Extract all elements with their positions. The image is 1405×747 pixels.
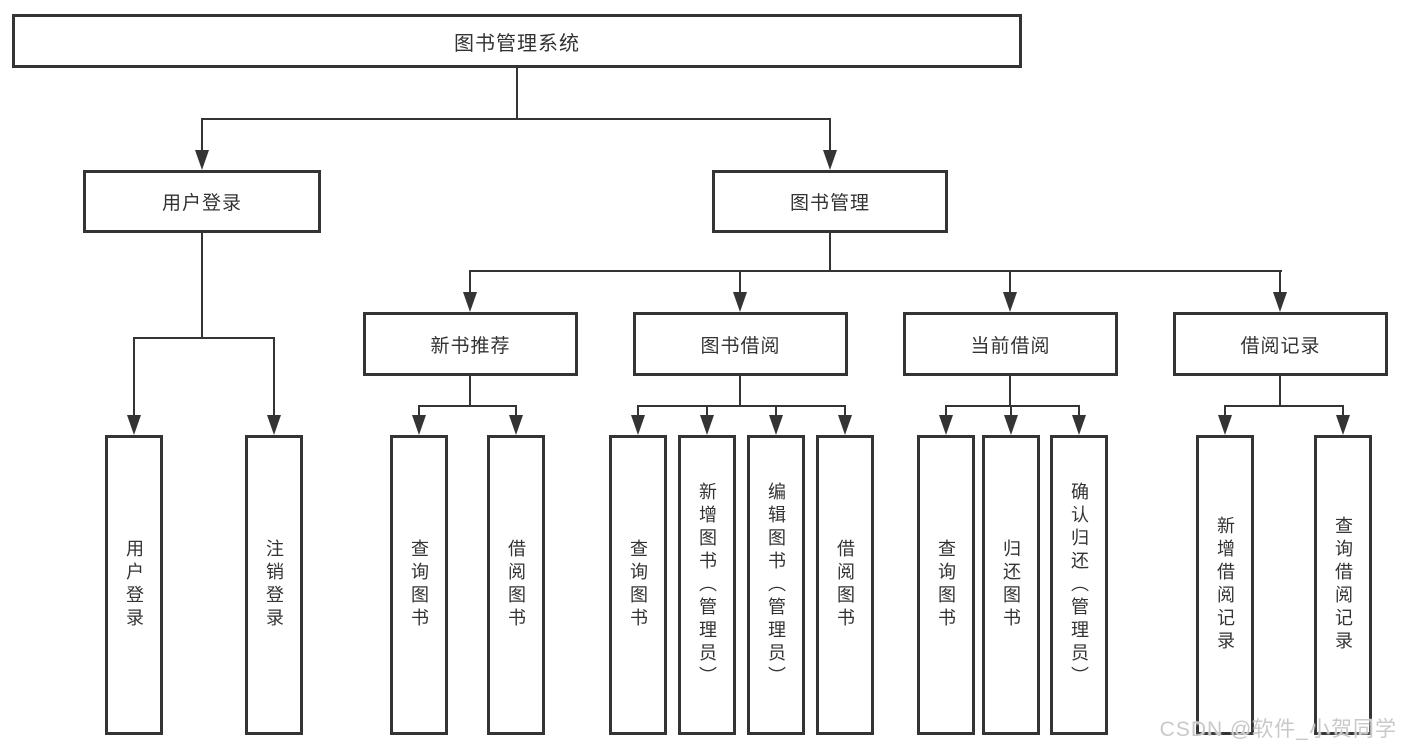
leaf-label: 查询图书 xyxy=(628,539,648,631)
connector-book-borrowing-bar xyxy=(637,405,846,407)
leaf-query-books-2: 查询图书 xyxy=(609,435,667,735)
leaf-query-books-1: 查询图书 xyxy=(390,435,448,735)
connector-user-login-bar xyxy=(133,337,275,339)
connector-user-login-stem xyxy=(201,233,203,339)
arrowhead-leaf-user-login xyxy=(127,415,141,435)
connector-to-new-book-recommend xyxy=(469,270,471,294)
node-current-borrowing: 当前借阅 xyxy=(903,312,1118,376)
leaf-label: 新增图书（管理员） xyxy=(697,481,717,689)
leaf-confirm-return-admin: 确认归还（管理员） xyxy=(1050,435,1108,735)
node-label: 新书推荐 xyxy=(430,335,511,357)
connector-to-book-borrowing xyxy=(739,270,741,294)
arrowhead-leaf-add-book xyxy=(700,415,714,435)
arrowhead-leaf-confirm-return xyxy=(1072,415,1086,435)
arrowhead-leaf-query-books-1 xyxy=(412,415,426,435)
arrowhead-leaf-query-books-2 xyxy=(631,415,645,435)
leaf-label: 查询借阅记录 xyxy=(1333,516,1353,654)
connector-borrowing-records-stem xyxy=(1279,376,1281,406)
arrowhead-leaf-add-record xyxy=(1218,415,1232,435)
leaf-label: 新增借阅记录 xyxy=(1215,516,1235,654)
connector-book-borrowing-stem xyxy=(739,376,741,406)
leaf-add-book-admin: 新增图书（管理员） xyxy=(678,435,736,735)
connector-root-bar xyxy=(201,118,831,120)
leaf-label: 借阅图书 xyxy=(506,539,526,631)
leaf-label: 归还图书 xyxy=(1001,539,1021,631)
arrowhead-current-borrowing xyxy=(1003,292,1017,312)
connector-to-leaf-borrow-books-2 xyxy=(844,405,846,419)
node-borrowing-records: 借阅记录 xyxy=(1173,312,1388,376)
connector-current-borrowing-bar xyxy=(945,405,1080,407)
connector-root-stem xyxy=(516,68,518,120)
connector-to-leaf-logout xyxy=(273,337,275,419)
leaf-label: 用户登录 xyxy=(124,539,144,631)
arrowhead-leaf-borrow-books-2 xyxy=(838,415,852,435)
arrowhead-borrowing-records xyxy=(1273,292,1287,312)
arrowhead-leaf-borrow-books-1 xyxy=(509,415,523,435)
node-label: 当前借阅 xyxy=(970,335,1051,357)
node-book-borrowing: 图书借阅 xyxy=(633,312,848,376)
connector-new-book-stem xyxy=(469,376,471,406)
leaf-user-login: 用户登录 xyxy=(105,435,163,735)
csdn-watermark: CSDN @软件_小贺同学 xyxy=(1159,718,1397,741)
arrowhead-leaf-logout xyxy=(267,415,281,435)
connector-to-leaf-return-books xyxy=(1010,405,1012,419)
connector-book-management-stem xyxy=(829,233,831,272)
leaf-label: 确认归还（管理员） xyxy=(1069,481,1089,689)
connector-to-leaf-query-books-1 xyxy=(418,405,420,419)
connector-to-leaf-add-book xyxy=(706,405,708,419)
arrowhead-leaf-edit-book xyxy=(769,415,783,435)
arrowhead-leaf-query-record xyxy=(1336,415,1350,435)
connector-to-leaf-confirm-return xyxy=(1078,405,1080,419)
leaf-label: 注销登录 xyxy=(264,539,284,631)
connector-book-management-bar xyxy=(470,270,1282,272)
leaf-logout: 注销登录 xyxy=(245,435,303,735)
node-user-login: 用户登录 xyxy=(83,170,321,233)
leaf-edit-book-admin: 编辑图书（管理员） xyxy=(747,435,805,735)
connector-to-leaf-edit-book xyxy=(775,405,777,419)
node-label: 用户登录 xyxy=(161,193,242,214)
connector-to-borrowing-records xyxy=(1279,270,1281,294)
arrowhead-leaf-return-books xyxy=(1004,415,1018,435)
connector-to-leaf-query-record xyxy=(1342,405,1344,419)
arrowhead-book-borrowing xyxy=(733,292,747,312)
leaf-return-books: 归还图书 xyxy=(982,435,1040,735)
connector-to-leaf-query-books-3 xyxy=(945,405,947,419)
arrowhead-leaf-query-books-3 xyxy=(939,415,953,435)
leaf-label: 查询图书 xyxy=(409,539,429,631)
leaf-query-borrow-record: 查询借阅记录 xyxy=(1314,435,1372,735)
leaf-add-borrow-record: 新增借阅记录 xyxy=(1196,435,1254,735)
arrowhead-user-login xyxy=(195,150,209,170)
arrowhead-book-management xyxy=(823,150,837,170)
node-new-book-recommend: 新书推荐 xyxy=(363,312,578,376)
arrowhead-new-book-recommend xyxy=(463,292,477,312)
leaf-borrow-books-1: 借阅图书 xyxy=(487,435,545,735)
connector-to-user-login xyxy=(201,118,203,152)
connector-to-leaf-query-books-2 xyxy=(637,405,639,419)
node-book-management: 图书管理 xyxy=(712,170,948,233)
node-library-management-system: 图书管理系统 xyxy=(12,14,1022,68)
node-label: 图书管理 xyxy=(789,193,870,214)
connector-to-current-borrowing xyxy=(1009,270,1011,294)
leaf-label: 查询图书 xyxy=(936,539,956,631)
connector-to-book-management xyxy=(829,118,831,152)
leaf-borrow-books-2: 借阅图书 xyxy=(816,435,874,735)
node-label: 图书借阅 xyxy=(700,335,781,357)
connector-to-leaf-user-login xyxy=(133,337,135,419)
connector-current-borrowing-stem xyxy=(1009,376,1011,406)
node-label: 图书管理系统 xyxy=(454,32,580,55)
node-label: 借阅记录 xyxy=(1240,335,1321,357)
connector-to-leaf-borrow-books-1 xyxy=(515,405,517,419)
connector-new-book-bar xyxy=(418,405,517,407)
connector-to-leaf-add-record xyxy=(1224,405,1226,419)
connector-borrowing-records-bar xyxy=(1224,405,1344,407)
leaf-label: 借阅图书 xyxy=(835,539,855,631)
leaf-label: 编辑图书（管理员） xyxy=(766,481,786,689)
leaf-query-books-3: 查询图书 xyxy=(917,435,975,735)
